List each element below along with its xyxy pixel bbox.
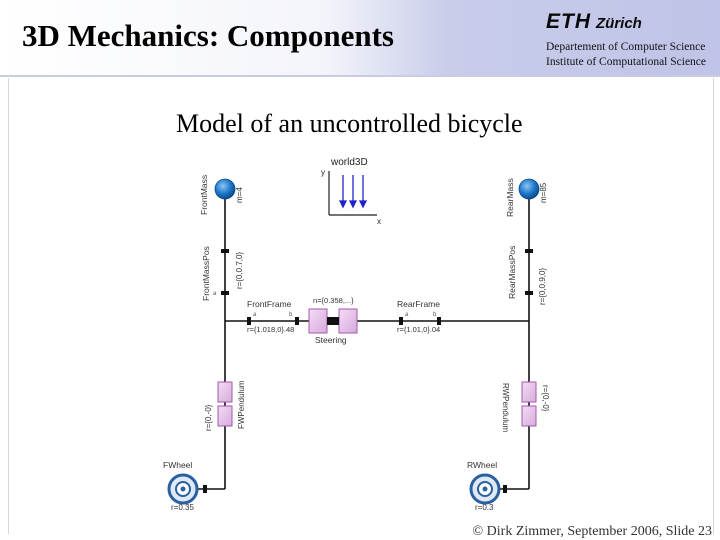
front-mass-sphere-icon: [214, 178, 236, 200]
front-mass-label: FrontMass: [199, 175, 209, 215]
front-mass-component[interactable]: FrontMass m=4: [199, 175, 244, 215]
department-line-2: Institute of Computational Science: [546, 55, 707, 68]
rear-mass-pos-component[interactable]: RearMassPos r={0,0.9,0}: [507, 246, 547, 305]
slide-subtitle: Model of an uncontrolled bicycle: [176, 109, 523, 138]
front-wheel-value: r=0.35: [171, 503, 194, 512]
front-pendulum-label: FWPendulum: [237, 380, 246, 429]
front-pendulum-component[interactable]: r={0,-0} FWPendulum: [204, 380, 246, 431]
front-pendulum-value: r={0,-0}: [204, 404, 213, 431]
front-frame-port-a: a: [253, 312, 257, 318]
front-mass-pos-component[interactable]: FrontMassPos r={0,0.7,0} a: [201, 246, 244, 301]
rear-mass-label: RearMass: [505, 178, 515, 217]
steering-value: n={0.358,...}: [313, 296, 354, 305]
institution-name: ETH: [546, 10, 591, 33]
rear-pendulum-label: RWPendulum: [501, 383, 510, 433]
front-mass-pos-label: FrontMassPos: [201, 246, 211, 301]
rear-mass-sphere-icon: [518, 178, 540, 200]
rear-frame-value: r={1.01,0}.04: [397, 325, 440, 334]
bicycle-model-diagram: world3D y x FrontMass m=4 RearMass m=85 …: [143, 149, 565, 520]
slide-frame: [8, 78, 714, 534]
front-mass-value: m=4: [235, 187, 244, 203]
rear-wheel-label: RWheel: [467, 460, 497, 470]
rear-frame-label: RearFrame: [397, 299, 440, 309]
front-mass-pos-value: r={0,0.7,0}: [235, 252, 244, 289]
gravity-arrows-icon: [338, 175, 368, 209]
rear-frame-port-b: b: [433, 312, 437, 318]
port-a-label: a: [213, 291, 217, 297]
world3d-component[interactable]: world3D y x: [321, 157, 385, 226]
world3d-label: world3D: [330, 157, 368, 168]
slide-title: 3D Mechanics: Components: [22, 18, 394, 53]
diagram-svg: world3D y x FrontMass m=4 RearMass m=85 …: [163, 157, 550, 512]
header-divider: [0, 75, 720, 77]
connection-lines: [188, 209, 530, 490]
department-info: Departement of Computer Science Institut…: [546, 40, 706, 69]
rear-mass-component[interactable]: RearMass m=85: [505, 178, 548, 217]
rear-pendulum-value: r={0,-0}: [541, 385, 550, 412]
front-frame-label: FrontFrame: [247, 299, 292, 309]
axis-x-label: x: [377, 217, 381, 226]
steering-label: Steering: [315, 335, 347, 345]
front-wheel-component[interactable]: FWheel r=0.35: [163, 460, 207, 512]
department-line-1: Departement of Computer Science: [546, 41, 706, 53]
rear-mass-value: m=85: [539, 182, 548, 203]
front-frame-component[interactable]: FrontFrame r={1.018,0}.48 a b: [247, 299, 299, 334]
rear-wheel-component[interactable]: RWheel r=0.3: [467, 460, 507, 512]
rear-mass-pos-value: r={0,0.9,0}: [538, 268, 547, 305]
front-wheel-label: FWheel: [163, 460, 192, 470]
rear-frame-component[interactable]: RearFrame r={1.01,0}.04 a b: [397, 299, 441, 334]
rear-frame-port-a: a: [405, 312, 409, 318]
rear-wheel-value: r=0.3: [475, 503, 494, 512]
front-frame-value: r={1.018,0}.48: [247, 325, 294, 334]
institution-logo: ETH Zürich: [546, 10, 642, 34]
axis-y-label: y: [321, 168, 325, 177]
steering-component[interactable]: n={0.358,...} Steering: [308, 296, 358, 345]
front-frame-port-b: b: [289, 312, 293, 318]
slide-footer: © Dirk Zimmer, September 2006, Slide 23: [472, 524, 712, 539]
institution-city: Zürich: [596, 15, 642, 32]
rear-pendulum-component[interactable]: RWPendulum r={0,-0}: [501, 381, 550, 433]
rear-mass-pos-label: RearMassPos: [507, 246, 517, 299]
slide-header: 3D Mechanics: Components ETH Zürich Depar…: [0, 0, 720, 75]
